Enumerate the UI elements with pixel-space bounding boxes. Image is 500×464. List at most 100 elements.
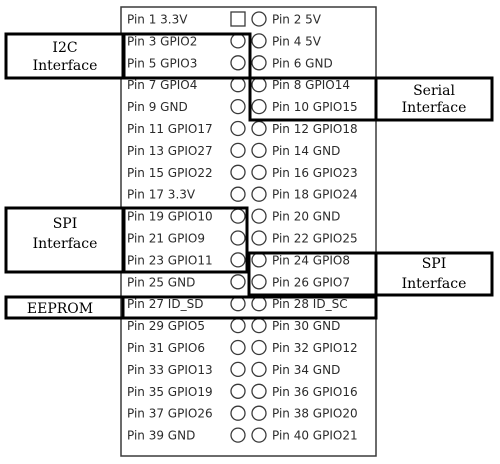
- pin-pad-odd: [230, 383, 246, 399]
- spi-left-label-line2: Interface: [33, 236, 98, 252]
- spi-right-label-line1: SPI: [422, 256, 447, 272]
- pin-label-even: Pin 12 GPIO18: [272, 122, 358, 136]
- pin-pad-odd: [230, 274, 246, 290]
- spi-left-label-box: [4, 206, 126, 274]
- pin-pad-even: [251, 186, 267, 202]
- pin-label-odd: Pin 1 3.3V: [127, 13, 188, 27]
- pin-pad-odd: [230, 230, 246, 246]
- pin-pad-odd: [230, 142, 246, 159]
- pin-pad-even: [251, 405, 267, 421]
- i2c-label-box: [4, 32, 126, 80]
- pin-pad-odd: [230, 208, 246, 224]
- pin-label-odd: Pin 21 GPIO9: [127, 232, 205, 246]
- pin-pad-even: [251, 252, 267, 268]
- pin-pad-even: [251, 274, 267, 290]
- pin-label-even: Pin 22 GPIO25: [272, 232, 358, 246]
- pin-pad-even: [251, 164, 267, 180]
- eeprom-callout: EEPROM: [4, 295, 378, 320]
- pin-label-odd: Pin 7 GPIO4: [127, 78, 197, 92]
- pin-label-odd: Pin 37 GPIO26: [127, 407, 213, 421]
- pin-label-odd: Pin 3 GPIO2: [127, 34, 197, 48]
- pin-label-odd: Pin 15 GPIO22: [127, 166, 213, 180]
- serial-label-line1: Serial: [413, 83, 455, 99]
- i2c-label-line1: I2C: [52, 40, 77, 56]
- pin-pad-even: [251, 383, 267, 399]
- pin-label-even: Pin 40 GPIO21: [272, 429, 358, 443]
- pin-label-odd: Pin 25 GND: [127, 275, 195, 289]
- pin-label-even: Pin 14 GND: [272, 144, 340, 158]
- pin-label-odd: Pin 35 GPIO19: [127, 385, 213, 399]
- serial-interface-callout: Serial Interface: [248, 76, 494, 122]
- pin-label-even: Pin 18 GPIO24: [272, 188, 358, 202]
- pin-1-square-pad: [230, 11, 246, 27]
- eeprom-box: [4, 295, 378, 320]
- pin-pad-even: [251, 427, 267, 443]
- spi-left-pin-group-box: [121, 206, 249, 274]
- pin-pad-odd: [230, 252, 246, 268]
- pin-pad-odd: [230, 317, 246, 334]
- pin-label-odd: Pin 29 GPIO5: [127, 319, 205, 333]
- pin-pad-even: [251, 361, 267, 378]
- pin-label-even: Pin 2 5V: [272, 13, 322, 27]
- pin-pad-even: [251, 98, 267, 115]
- i2c-interface-callout: I2C Interface: [4, 32, 252, 80]
- pin-pad-odd: [230, 427, 246, 443]
- pin-label-even: Pin 20 GND: [272, 210, 340, 224]
- pin-rows: Pin 1 3.3V Pin 2 5V Pin 3 GPIO2 Pin 4 5V Pin…: [127, 11, 358, 443]
- pin-pad-even: [251, 77, 267, 93]
- serial-label-box: [374, 76, 494, 122]
- pin-pad-odd: [230, 55, 246, 71]
- pin-pad-even: [251, 33, 267, 49]
- pin-label-odd: Pin 27 ID_SD: [127, 297, 203, 311]
- serial-label-line2: Interface: [402, 100, 467, 116]
- pin-pad-odd: [230, 98, 246, 115]
- pin-label-even: Pin 26 GPIO7: [272, 275, 350, 289]
- pin-label-even: Pin 30 GND: [272, 319, 340, 333]
- pin-pad-even: [251, 142, 267, 159]
- pin-pad-odd: [230, 339, 246, 356]
- pin-label-odd: Pin 33 GPIO13: [127, 363, 213, 377]
- pin-label-even: Pin 4 5V: [272, 34, 322, 48]
- pin-label-even: Pin 36 GPIO16: [272, 385, 358, 399]
- pin-pad-even: [251, 11, 267, 27]
- pin-label-odd: Pin 31 GPIO6: [127, 341, 205, 355]
- pin-label-odd: Pin 23 GPIO11: [127, 253, 213, 267]
- pin-pad-odd: [230, 77, 246, 93]
- i2c-label-line2: Interface: [33, 58, 98, 74]
- pin-pad-even: [251, 208, 267, 224]
- spi-right-interface-callout: SPI Interface: [247, 251, 494, 297]
- pin-label-even: Pin 8 GPIO14: [272, 78, 350, 92]
- pin-pad-odd: [230, 361, 246, 378]
- pin-pad-even: [251, 339, 267, 356]
- pin-pad-odd: [230, 296, 246, 312]
- pin-pad-even: [251, 296, 267, 312]
- pin-label-odd: Pin 19 GPIO10: [127, 210, 213, 224]
- pin-label-odd: Pin 13 GPIO27: [127, 144, 213, 158]
- eeprom-label: EEPROM: [27, 301, 93, 317]
- pin-label-odd: Pin 39 GND: [127, 429, 195, 443]
- spi-right-label-box: [374, 251, 494, 297]
- pin-label-even: Pin 16 GPIO23: [272, 166, 358, 180]
- pin-label-even: Pin 38 GPIO20: [272, 407, 358, 421]
- pin-pad-odd: [230, 186, 246, 202]
- pin-pad-odd: [230, 33, 246, 49]
- pin-label-even: Pin 34 GND: [272, 363, 340, 377]
- pin-label-odd: Pin 17 3.3V: [127, 188, 196, 202]
- spi-left-interface-callout: SPI Interface: [4, 206, 249, 274]
- spi-right-label-line2: Interface: [402, 276, 467, 292]
- pin-label-even: Pin 24 GPIO8: [272, 253, 350, 267]
- pin-pad-even: [251, 55, 267, 71]
- pin-pad-even: [251, 230, 267, 246]
- pin-pad-odd: [230, 405, 246, 421]
- pin-pad-odd: [230, 164, 246, 180]
- pin-pad-even: [251, 120, 267, 137]
- pin-pad-odd: [230, 120, 246, 137]
- pin-label-even: Pin 6 GND: [272, 56, 333, 70]
- pin-label-even: Pin 32 GPIO12: [272, 341, 358, 355]
- pin-pad-even: [251, 317, 267, 334]
- pin-label-odd: Pin 11 GPIO17: [127, 122, 213, 136]
- pin-label-odd: Pin 5 GPIO3: [127, 56, 197, 70]
- pin-label-even: Pin 28 ID_SC: [272, 297, 348, 311]
- pin-label-odd: Pin 9 GND: [127, 100, 188, 114]
